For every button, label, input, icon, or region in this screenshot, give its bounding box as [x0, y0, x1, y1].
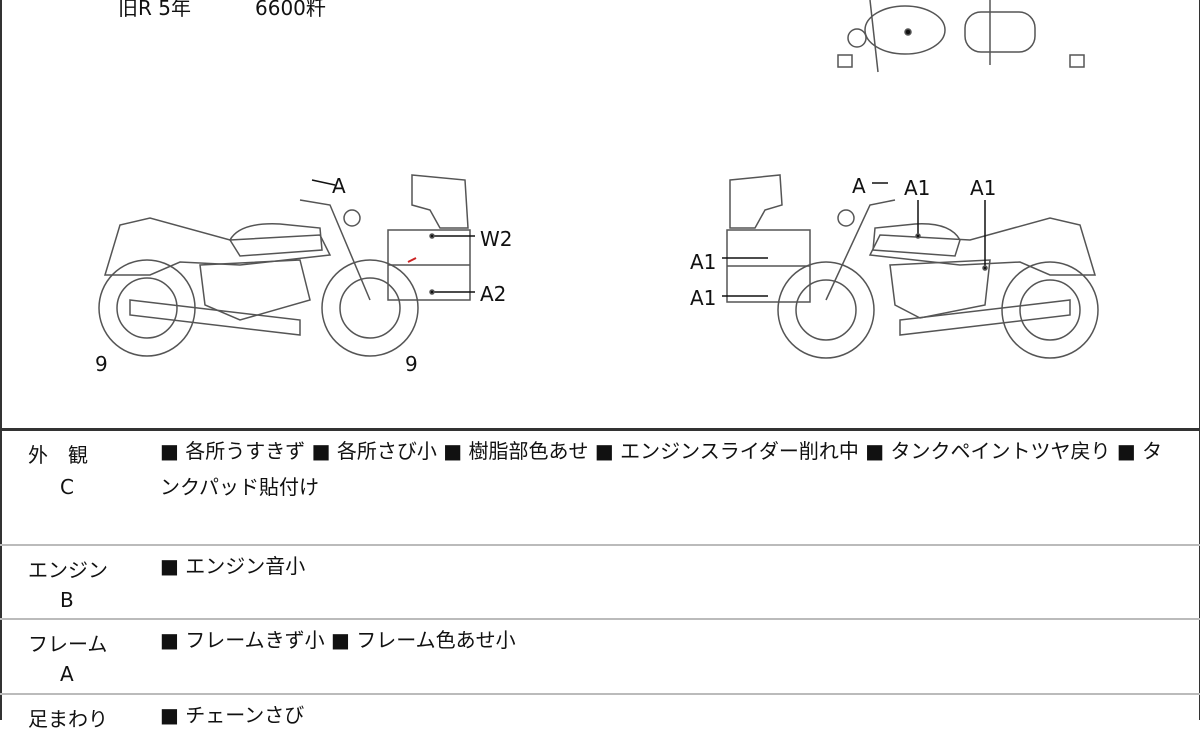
right-bag-bottom-label: A1 — [690, 286, 717, 310]
registration-year: 旧R 5年 — [118, 0, 191, 20]
section-suspension: 足まわり ■ チェーンさび — [0, 693, 1200, 755]
section-items: ■ チェーンさび — [160, 703, 305, 727]
motorcycle-left-view-icon — [98, 174, 475, 357]
mileage: 6600粁 — [255, 0, 326, 20]
left-rear-wheel-label: 9 — [95, 352, 108, 376]
section-engine: エンジン B ■ エンジン音小 — [0, 544, 1200, 620]
damage-diagram: A W2 A2 9 9 A A1 A1 A1 A1 — [95, 0, 1099, 376]
section-category: エンジン — [28, 558, 108, 582]
section-exterior: 外 観 C ■ 各所うすきず ■ 各所さび小 ■ 樹脂部色あせ ■ エンジンスラ… — [0, 428, 1200, 547]
section-items: ■ エンジン音小 — [160, 554, 306, 578]
right-bag-top-label: A1 — [690, 250, 717, 274]
section-grade: A — [60, 662, 74, 686]
section-items: ■ フレームきず小 ■ フレーム色あせ小 — [160, 628, 516, 652]
left-bag-bottom-label: A2 — [480, 282, 507, 306]
section-category: 足まわり — [28, 707, 108, 731]
motorcycle-top-view-icon — [837, 0, 1085, 73]
section-grade: C — [60, 475, 74, 499]
section-items: ■ 各所うすきず ■ 各所さび小 ■ 樹脂部色あせ ■ エンジンスライダー削れ中… — [160, 439, 1163, 499]
right-side-cover-label: A1 — [970, 176, 997, 200]
right-mirror-label: A — [852, 174, 866, 198]
section-category: 外 観 — [28, 443, 88, 467]
section-grade: B — [60, 588, 74, 612]
section-category: フレーム — [28, 632, 108, 656]
right-tank-label: A1 — [904, 176, 931, 200]
left-front-wheel-label: 9 — [405, 352, 418, 376]
section-frame: フレーム A ■ フレームきず小 ■ フレーム色あせ小 — [0, 618, 1200, 694]
left-mirror-label: A — [332, 174, 346, 198]
left-bag-top-label: W2 — [480, 227, 513, 251]
motorcycle-right-view-icon — [722, 174, 1099, 359]
